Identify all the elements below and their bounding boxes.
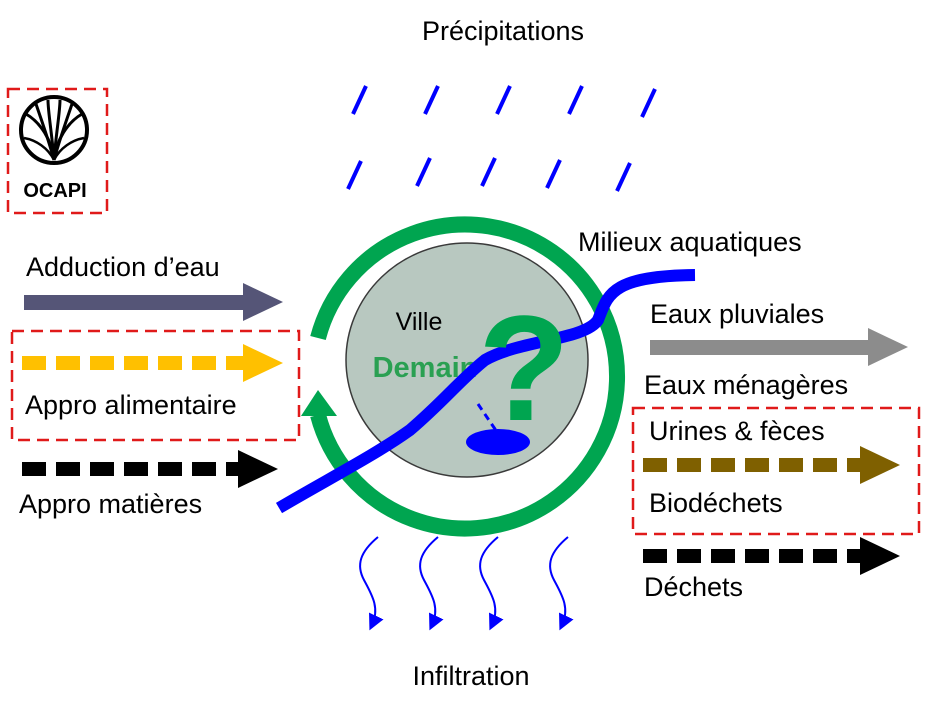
output-label-eaux-menageres: Eaux ménagères [644, 370, 848, 400]
output-label: Déchets [644, 572, 743, 602]
infiltration-arrow [549, 536, 574, 631]
rain-drop [415, 157, 432, 187]
input-arrow-head [243, 283, 283, 321]
rain-drop [423, 85, 440, 115]
infiltration-arrow [359, 536, 384, 631]
output-label: Eaux pluviales [650, 299, 824, 329]
output-arrow-head [860, 537, 900, 575]
precipitations-label: Précipitations [422, 16, 584, 46]
logo-text: OCAPI [23, 180, 86, 202]
output-dechets: Déchets [643, 537, 900, 602]
infiltration-arrow [479, 536, 504, 631]
rain-drops [346, 85, 657, 192]
output-arrow-shaft [650, 340, 870, 355]
rain-drop [567, 85, 584, 115]
city-ville-label: Ville [396, 308, 443, 336]
infiltration-arrow [419, 536, 444, 631]
well-line [476, 403, 499, 433]
cycle-arrow [301, 216, 626, 537]
output-arrow-head [868, 328, 908, 366]
output-arrow-head [860, 446, 900, 484]
rain-drop [351, 85, 368, 115]
rain-drop [545, 159, 562, 189]
input-appro-matieres: Appro matières [19, 450, 278, 519]
food-highlight-box [10, 329, 301, 442]
input-adduction: Adduction d’eau [24, 252, 283, 321]
question-mark: ? [478, 284, 570, 452]
rain-drop [346, 160, 363, 190]
groundwater-ellipse [466, 429, 530, 455]
infiltration-label: Infiltration [412, 661, 529, 691]
city-circle [345, 242, 589, 478]
input-label: Appro matières [19, 489, 202, 519]
ocapi-logo: OCAPI [6, 87, 109, 215]
infiltration-arrows [359, 536, 574, 631]
logo-highlight-box [6, 87, 109, 215]
input-arrow-shaft [24, 295, 244, 310]
ocapi-emblem-icon [19, 95, 89, 165]
rain-drop [615, 162, 632, 192]
rain-drop [480, 157, 497, 187]
input-appro-alimentaire: Appro alimentaire [22, 344, 283, 420]
output-eaux-pluviales: Eaux pluviales [650, 299, 908, 366]
output-label-urines: Urines & fèces [649, 416, 825, 446]
output-biodechets: Biodéchets [643, 446, 900, 518]
input-label: Appro alimentaire [25, 390, 237, 420]
input-arrow-head [238, 450, 278, 488]
rain-drop [640, 88, 657, 118]
milieux-aquatiques-label: Milieux aquatiques [578, 227, 802, 257]
rain-drop [495, 85, 512, 115]
output-label: Biodéchets [649, 488, 783, 518]
input-label: Adduction d’eau [26, 252, 220, 282]
input-arrow-head [243, 344, 283, 382]
river-path [275, 269, 696, 514]
biowaste-highlight-box [631, 406, 921, 536]
